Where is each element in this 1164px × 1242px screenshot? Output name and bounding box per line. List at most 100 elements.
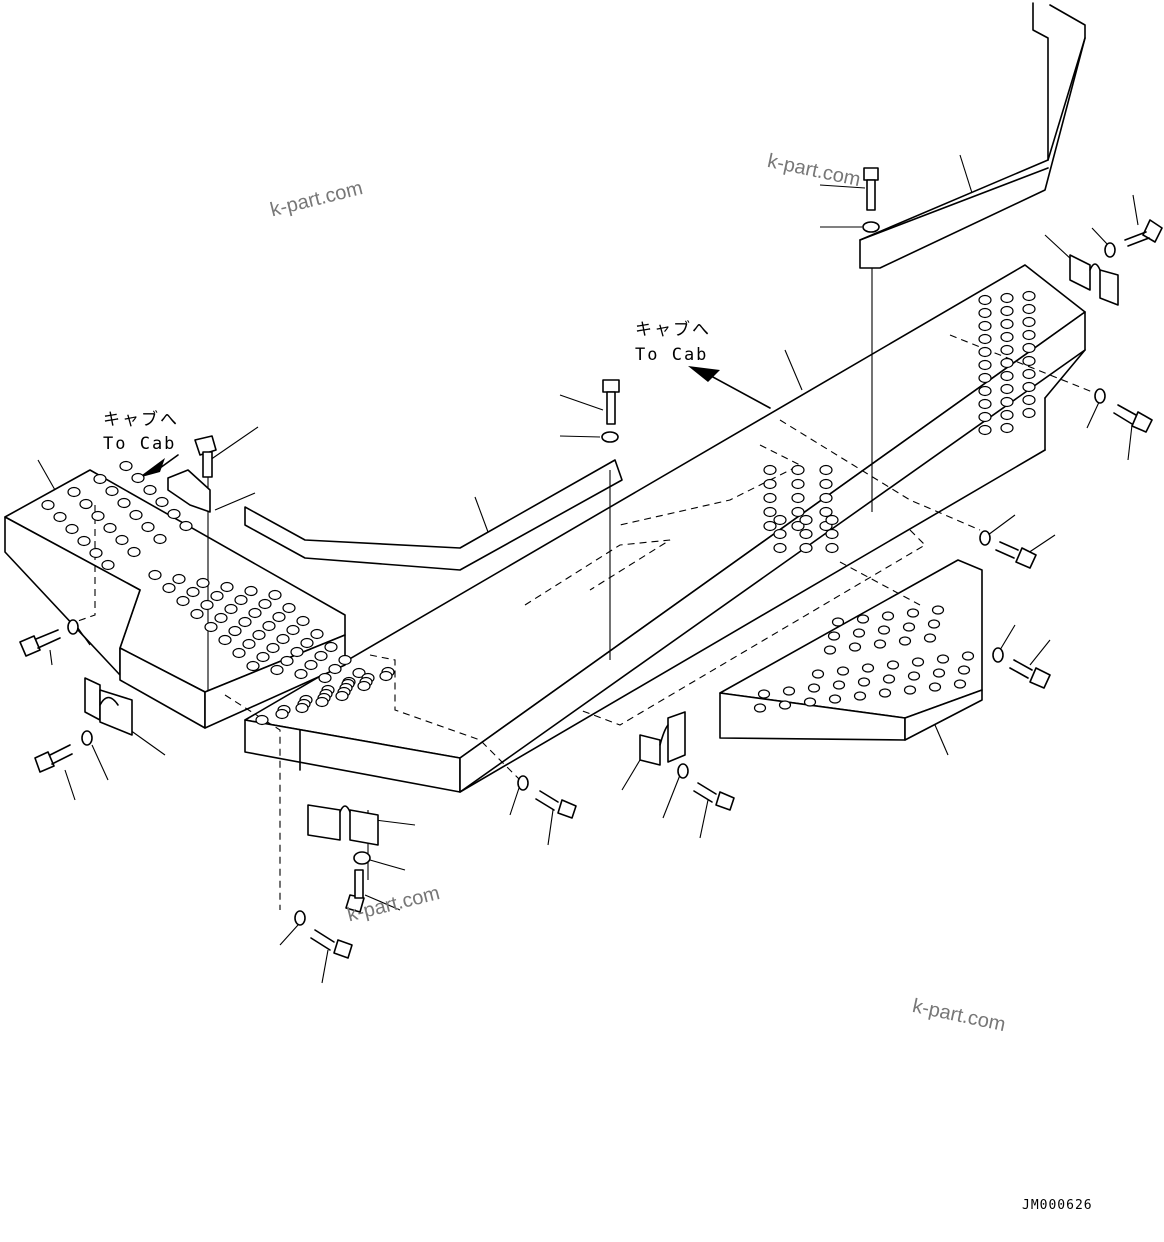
perforation-hole [77,535,91,547]
perforation-hole [238,616,252,628]
perforation-hole [255,714,269,726]
perforation-hole [932,668,946,678]
perforation-hole [782,686,796,696]
perforation-hole [258,598,272,610]
perforation-hole [873,639,887,649]
perforation-hole [190,608,204,620]
top-right-bracket [859,2,1086,269]
perforation-hole [791,520,805,532]
perforation-hole [155,496,169,508]
perforation-hole [931,605,945,615]
perforation-hole [757,689,771,699]
perforation-hole [1022,394,1036,406]
perforation-hole [882,674,896,684]
perforation-hole [1000,292,1014,304]
drawing-code: JM000626 [1022,1198,1093,1213]
perforation-hole [1022,303,1036,315]
bolt-icon [517,775,577,819]
perforation-hole [978,346,992,358]
perforation-hole [1000,422,1014,434]
bolt-icon [601,379,620,443]
perforation-hole [1000,383,1014,395]
perforation-hole [853,691,867,701]
perforation-hole [204,621,218,633]
perforation-hole [91,510,105,522]
perforation-hole [79,498,93,510]
perforation-hole [143,484,157,496]
perforation-hole [275,708,289,720]
perforation-hole [1022,407,1036,419]
perforation-hole [906,608,920,618]
to-cab-arrow-left [138,454,179,478]
bolt-icon [1104,219,1163,258]
perforation-hole [953,679,967,689]
perforation-hole [117,497,131,509]
perforation-hole [978,372,992,384]
perforation-hole [831,617,845,627]
perforation-hole [807,683,821,693]
perforation-hole [823,645,837,655]
perforation-hole [836,666,850,676]
to-cab-label-left-jp: キャブへ [103,410,179,430]
perforation-hole [210,590,224,602]
hidden-lines [74,268,1101,910]
perforation-hole [1000,331,1014,343]
perforation-hole [167,508,181,520]
perforation-hole [115,534,129,546]
perforation-hole [129,509,143,521]
middle-cover-plate [244,459,623,571]
perforation-hole [352,667,366,679]
perforation-hole [290,646,304,658]
perforation-hole [1022,381,1036,393]
perforation-hole [923,633,937,643]
perforation-hole [141,521,155,533]
perforation-hole [335,690,349,702]
perforation-hole [119,460,133,472]
perforation-hole [318,672,332,684]
perforation-hole [852,628,866,638]
bolt-icon [294,910,353,959]
perforation-hole [176,595,190,607]
perforation-hole [911,657,925,667]
bolt-icon [979,530,1037,569]
perforation-hole [828,694,842,704]
perforation-hole [244,585,258,597]
perforation-hole [262,620,276,632]
perforation-hole [978,359,992,371]
perforation-hole [248,607,262,619]
perforation-hole [1000,305,1014,317]
perforation-hole [1000,370,1014,382]
perforation-hole [791,492,805,504]
perforation-hole [763,520,777,532]
perforation-hole [961,651,975,661]
perforation-hole [172,573,186,585]
perforation-hole [1000,318,1014,330]
perforation-hole [791,478,805,490]
perforation-hole [773,528,787,540]
perforation-hole [978,411,992,423]
perforation-hole [67,486,81,498]
perforation-hole [1022,290,1036,302]
perforation-hole [819,492,833,504]
perforation-hole [127,546,141,558]
perforation-hole [978,424,992,436]
to-cab-label-left-en: To Cab [103,434,177,454]
perforation-hole [886,660,900,670]
perforation-hole [819,464,833,476]
perforation-hole [927,619,941,629]
perforation-hole [268,589,282,601]
perforation-hole [379,670,393,682]
perforation-hole [186,586,200,598]
perforation-hole [338,654,352,666]
perforation-hole [218,634,232,646]
perforation-hole [105,485,119,497]
perforation-hole [148,569,162,581]
perforation-hole [280,655,294,667]
perforation-hole [978,398,992,410]
perforation-hole [861,663,875,673]
perforation-hole [753,703,767,713]
perforation-hole [296,615,310,627]
perforation-hole [131,472,145,484]
perforation-hole [877,625,891,635]
